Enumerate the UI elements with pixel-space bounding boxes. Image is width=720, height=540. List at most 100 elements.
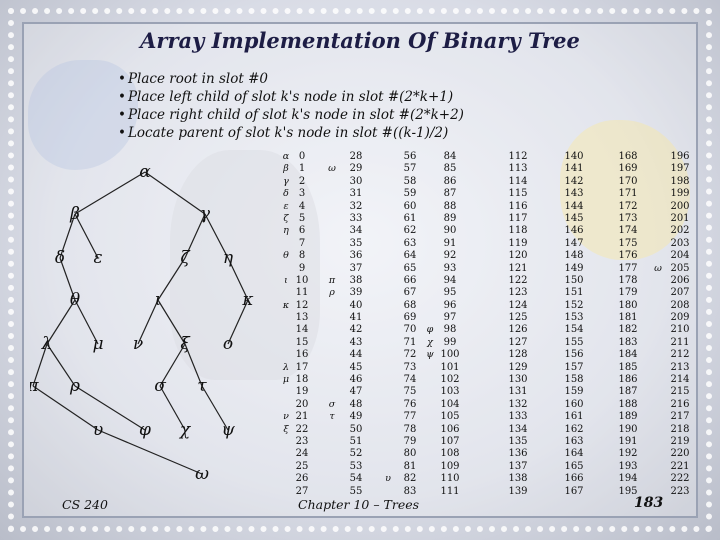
slot-index: 9 [298, 262, 306, 274]
slot-index: 218 [670, 423, 690, 435]
tree-node: ν [133, 334, 143, 354]
slot-index: 122 [508, 274, 528, 286]
tree-node: ζ [180, 248, 191, 268]
slot-index: 83 [403, 485, 417, 497]
tree-node: μ [92, 334, 103, 354]
slot-index: 126 [508, 324, 528, 336]
tree-edge [137, 299, 159, 345]
slot-index: 71 [403, 336, 417, 348]
slot-index: 185 [618, 361, 638, 373]
slot-index: 160 [564, 398, 584, 410]
tree-edge [204, 213, 229, 259]
tree-node: ο [223, 334, 233, 354]
tree-edges [32, 171, 249, 475]
slot-index: 77 [403, 411, 417, 423]
tree-edge [46, 343, 76, 387]
slot-index: 48 [349, 398, 363, 410]
slot-index: 138 [508, 473, 528, 485]
slot-index: 87 [443, 188, 457, 200]
slot-index: 141 [564, 163, 584, 175]
tree-node: η [223, 248, 234, 268]
slot-index: 210 [670, 324, 690, 336]
tree-edge [159, 385, 186, 431]
slot-index: 165 [564, 460, 584, 472]
slot-index: 3 [298, 188, 306, 200]
slot-index: 188 [618, 398, 638, 410]
slot-index: 104 [440, 398, 460, 410]
slot-index: 31 [349, 188, 363, 200]
bullet-item: Place root in slot #0 [118, 70, 464, 88]
slot-value-column: υ [374, 151, 402, 486]
slot-index: 168 [618, 151, 638, 162]
slot-index: 212 [670, 349, 690, 361]
chapter-label: Chapter 10 – Trees [298, 497, 420, 512]
tree-edge [144, 171, 206, 215]
slot-index: 171 [618, 188, 638, 200]
slot-index: 59 [403, 188, 417, 200]
slot-index: 172 [618, 200, 638, 212]
slot-index: 124 [508, 299, 528, 311]
slot-index: 223 [670, 485, 690, 497]
binary-tree-diagram: α β γ δ ε ζ η θ ι κ λ μ ν ξ ο π ρ σ τ υ … [30, 162, 254, 484]
slot-index: 132 [508, 398, 528, 410]
slot-index: 90 [443, 225, 457, 237]
slot-index: 131 [508, 386, 528, 398]
slot-index: 64 [403, 250, 417, 262]
slot-index: 164 [564, 448, 584, 460]
slot-index: 97 [443, 312, 457, 324]
slot-index: 198 [670, 175, 690, 187]
slot-index: 75 [403, 386, 417, 398]
tree-node: σ [154, 376, 166, 396]
slot-index: 178 [618, 274, 638, 286]
slot-index: 105 [440, 411, 460, 423]
slot-index: 84 [443, 151, 457, 162]
slot-index: 19 [295, 386, 309, 398]
slot-index: 215 [670, 386, 690, 398]
slot-index: 11 [295, 287, 309, 299]
slot-index: 37 [349, 262, 363, 274]
tree-edge [227, 257, 249, 301]
slot-index: 12 [295, 299, 309, 311]
slot-index: 158 [564, 374, 584, 386]
slot-index: 208 [670, 299, 690, 311]
slot-index: 41 [349, 312, 363, 324]
tree-edge [74, 299, 99, 345]
slot-index: 190 [618, 423, 638, 435]
slot-index: 180 [618, 299, 638, 311]
slot-index: 89 [443, 212, 457, 224]
slot-index: 33 [349, 212, 363, 224]
slot-index: 65 [403, 262, 417, 274]
slot-index: 151 [564, 287, 584, 299]
slot-index: 61 [403, 212, 417, 224]
slot-index: 199 [670, 188, 690, 200]
slot-index: 207 [670, 287, 690, 299]
slot-index: 96 [443, 299, 457, 311]
tree-node: τ [197, 376, 207, 396]
tree-edge [32, 343, 48, 387]
slot-index: 194 [618, 473, 638, 485]
slot-index: 98 [443, 324, 457, 336]
tree-node: ξ [180, 334, 191, 354]
slot-index: 7 [298, 237, 306, 249]
slot-index: 51 [349, 435, 363, 447]
slot-index: 156 [564, 349, 584, 361]
slot-index: 107 [440, 435, 460, 447]
slot-index: 80 [403, 448, 417, 460]
slot-index: 203 [670, 237, 690, 249]
slot-index: 1 [298, 163, 306, 175]
slot-index: 54 [349, 473, 363, 485]
slot-index: 15 [295, 336, 309, 348]
slot-index: 100 [440, 349, 460, 361]
slot-index: 53 [349, 460, 363, 472]
slot-index: 72 [403, 349, 417, 361]
tree-node: λ [41, 334, 53, 354]
slot-value: χ [427, 336, 433, 348]
slot-index: 112 [508, 151, 528, 162]
slot-index: 56 [403, 151, 417, 162]
tree-edge [157, 299, 186, 345]
